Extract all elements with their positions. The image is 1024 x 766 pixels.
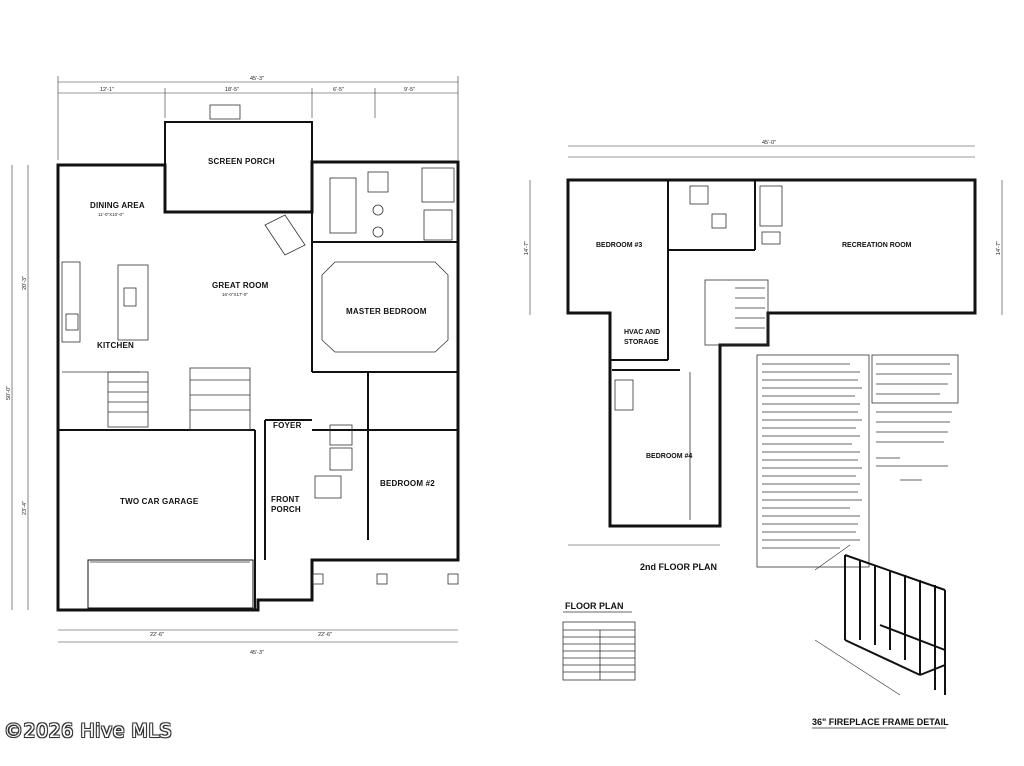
dim-seg-c: 6'-5" [333, 87, 344, 93]
front-porch-label-2: PORCH [271, 505, 301, 514]
dim2-overall-top: 45'-0" [762, 140, 776, 146]
first-floor-plan: 45'-3" 12'-1" 18'-5" 6'-5" 9'-5" 50'-0" … [6, 76, 460, 656]
dim-overall-top: 45'-3" [250, 76, 264, 82]
front-porch-label-1: FRONT [271, 495, 300, 504]
bedroom-2-label: BEDROOM #2 [380, 479, 435, 488]
dining-dims: 11'-0"X10'-0" [98, 212, 124, 217]
dim-left-total: 50'-0" [6, 386, 12, 400]
framing-notes [756, 354, 959, 568]
dim-seg-a: 12'-1" [100, 87, 114, 93]
bedroom-3-label: BEDROOM #3 [596, 242, 642, 249]
dim-bottom-left: 22'-6" [150, 632, 164, 638]
dim-seg-d: 9'-5" [404, 87, 415, 93]
great-room-label: GREAT ROOM [212, 281, 269, 290]
dim-left-lower: 23'-4" [22, 501, 28, 515]
recreation-room-label: RECREATION ROOM [842, 242, 912, 249]
hvac-label-1: HVAC AND [624, 329, 660, 336]
dim2-left: 14'-7" [524, 241, 530, 255]
floor-plan-legend: FLOOR PLAN [562, 601, 636, 681]
dining-area-label: DINING AREA [90, 201, 145, 210]
dim2-right: 14'-7" [996, 241, 1002, 255]
great-room-dims: 16'-0"X17'-0" [222, 292, 248, 297]
bedroom-4-label: BEDROOM #4 [646, 453, 692, 460]
master-bedroom-label: MASTER BEDROOM [346, 307, 427, 316]
kitchen-label: KITCHEN [97, 341, 134, 350]
floor-plan-title: FLOOR PLAN [565, 601, 624, 611]
second-floor-title: 2nd FLOOR PLAN [640, 562, 717, 572]
fireplace-title: 36" FIREPLACE FRAME DETAIL [812, 717, 949, 727]
dim-left-upper: 20'-3" [22, 276, 28, 290]
fireplace-frame-detail: 36" FIREPLACE FRAME DETAIL [812, 544, 949, 729]
garage-label: TWO CAR GARAGE [120, 497, 199, 506]
dim-bottom-right: 22'-6" [318, 632, 332, 638]
foyer-label: FOYER [273, 421, 302, 430]
hvac-label-2: STORAGE [624, 339, 659, 346]
watermark: ©2026 Hive MLS [4, 720, 172, 742]
second-floor-plan: 45'-0" 14'-7" 14'-7" BEDROOM #3 RECREATI… [524, 140, 1003, 572]
dim-seg-b: 18'-5" [225, 87, 239, 93]
dim-overall-bottom: 45'-3" [250, 650, 264, 656]
screen-porch-label: SCREEN PORCH [208, 157, 275, 166]
